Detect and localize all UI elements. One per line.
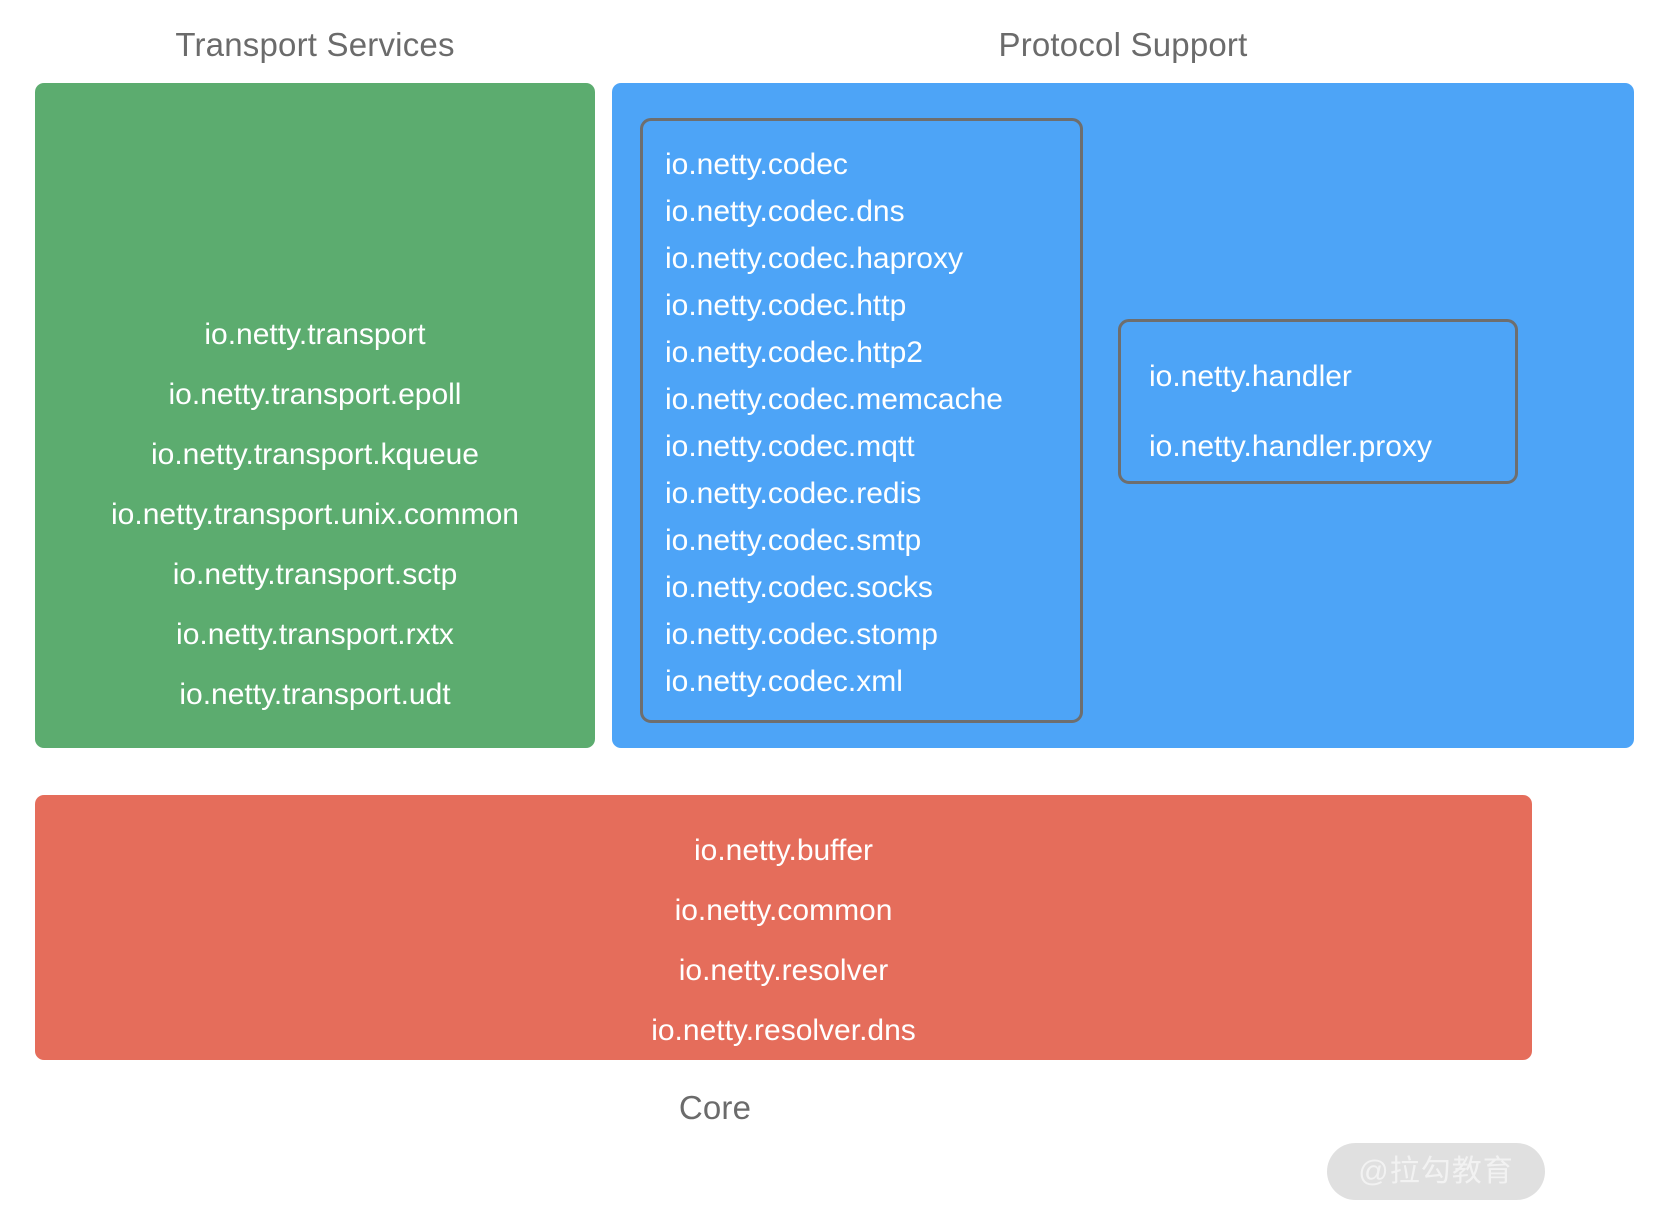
list-item: io.netty.buffer xyxy=(693,834,873,867)
list-item: io.netty.codec.xml xyxy=(665,665,903,698)
list-item: io.netty.codec.http xyxy=(665,289,907,322)
list-item: io.netty.codec.http2 xyxy=(665,336,923,369)
list-item: io.netty.codec.stomp xyxy=(665,618,938,651)
list-item: io.netty.codec.memcache xyxy=(665,383,1003,416)
list-item: io.netty.codec xyxy=(665,148,848,181)
core-panel: io.netty.buffer io.netty.common io.netty… xyxy=(35,795,1532,1060)
list-item: io.netty.codec.socks xyxy=(665,571,933,604)
list-item: io.netty.codec.haproxy xyxy=(665,242,963,275)
list-item: io.netty.transport.rxtx xyxy=(176,618,454,651)
list-item: io.netty.transport.epoll xyxy=(168,378,462,411)
core-package-list: io.netty.buffer io.netty.common io.netty… xyxy=(35,821,1532,1061)
handler-group-box: io.netty.handler io.netty.handler.proxy xyxy=(1118,319,1518,484)
codec-package-list: io.netty.codec io.netty.codec.dns io.net… xyxy=(665,141,1003,705)
list-item: io.netty.handler.proxy xyxy=(1149,430,1432,463)
list-item: io.netty.codec.redis xyxy=(665,477,922,510)
list-item: io.netty.transport.udt xyxy=(179,678,451,711)
watermark-badge: @拉勾教育 xyxy=(1327,1143,1545,1200)
list-item: io.netty.codec.smtp xyxy=(665,524,922,557)
protocol-support-title: Protocol Support xyxy=(998,26,1248,63)
list-item: io.netty.transport.kqueue xyxy=(151,438,479,471)
list-item: io.netty.resolver.dns xyxy=(651,1014,916,1047)
transport-package-list: io.netty.transport io.netty.transport.ep… xyxy=(35,305,595,725)
list-item: io.netty.resolver xyxy=(678,954,889,987)
list-item: io.netty.transport.unix.common xyxy=(111,498,519,531)
list-item: io.netty.codec.mqtt xyxy=(665,430,915,463)
codec-group-box: io.netty.codec io.netty.codec.dns io.net… xyxy=(640,118,1083,723)
list-item: io.netty.codec.dns xyxy=(665,195,905,228)
list-item: io.netty.transport.sctp xyxy=(172,558,458,591)
list-item: io.netty.handler xyxy=(1149,360,1352,393)
handler-package-list: io.netty.handler io.netty.handler.proxy xyxy=(1149,342,1432,482)
core-title: Core xyxy=(678,1089,752,1126)
transport-services-panel: io.netty.transport io.netty.transport.ep… xyxy=(35,83,595,748)
list-item: io.netty.common xyxy=(674,894,893,927)
transport-services-title: Transport Services xyxy=(175,26,455,63)
list-item: io.netty.transport xyxy=(204,318,426,351)
protocol-support-panel xyxy=(612,83,1634,748)
